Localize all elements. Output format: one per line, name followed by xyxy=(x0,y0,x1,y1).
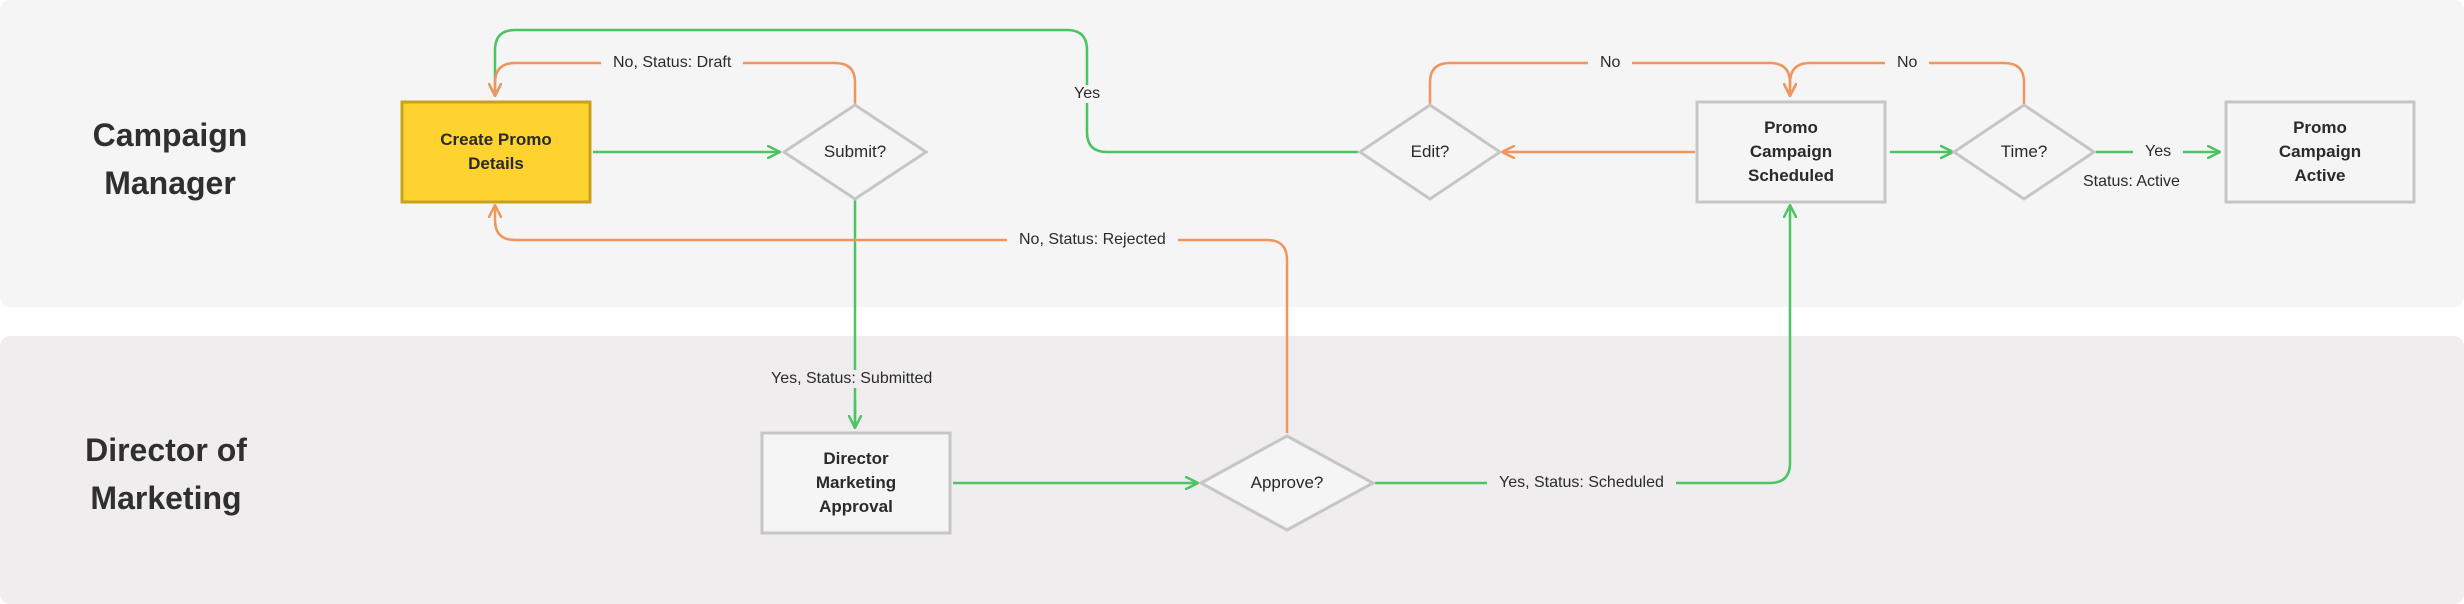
node-approve-label: Approve? xyxy=(1250,473,1324,492)
node-scheduled-box xyxy=(1695,100,1887,204)
node-time-diamond xyxy=(1951,103,2097,201)
edge-label-yes-scheduled: Yes, Status: Scheduled xyxy=(1487,474,1676,492)
edge-label-no-draft: No, Status: Draft xyxy=(601,54,744,72)
lane-title-director-of-marketing: Director of Marketing xyxy=(85,432,247,516)
node-director-approval-box xyxy=(760,431,952,535)
node-edit-diamond xyxy=(1357,103,1503,201)
edge-approve-no-rejected xyxy=(495,205,1289,433)
node-submit-label: Submit? xyxy=(823,142,887,161)
edge-label-yes-submitted: Yes, Status: Submitted xyxy=(759,370,945,388)
node-approve-diamond xyxy=(1197,434,1377,532)
edge-label-no-time: No xyxy=(1885,54,1930,72)
node-director-approval-label: Director Marketing Approval xyxy=(815,449,897,516)
node-create-promo-box xyxy=(400,100,592,204)
node-edit-label: Edit? xyxy=(1410,142,1450,161)
node-submit-diamond xyxy=(781,103,929,201)
node-active-box xyxy=(2224,100,2416,204)
edge-label-status-active: Status: Active xyxy=(2083,173,2180,190)
edge-label-yes-time: Yes xyxy=(2133,143,2184,161)
node-active-label: Promo Campaign Active xyxy=(2278,118,2362,185)
node-create-promo-label: Create Promo Details xyxy=(440,130,552,173)
edge-label-no-rejected: No, Status: Rejected xyxy=(1007,231,1178,249)
edge-label-yes-edit: Yes xyxy=(1062,85,1113,103)
edge-label-no-edit: No xyxy=(1588,54,1633,72)
node-time-label: Time? xyxy=(2000,142,2048,161)
node-scheduled-label: Promo Campaign Scheduled xyxy=(1748,118,1834,185)
edge-edit-yes xyxy=(495,28,1358,154)
edge-approve-yes-scheduled xyxy=(1375,205,1790,485)
lane-title-campaign-manager: Campaign Manager xyxy=(92,117,248,201)
